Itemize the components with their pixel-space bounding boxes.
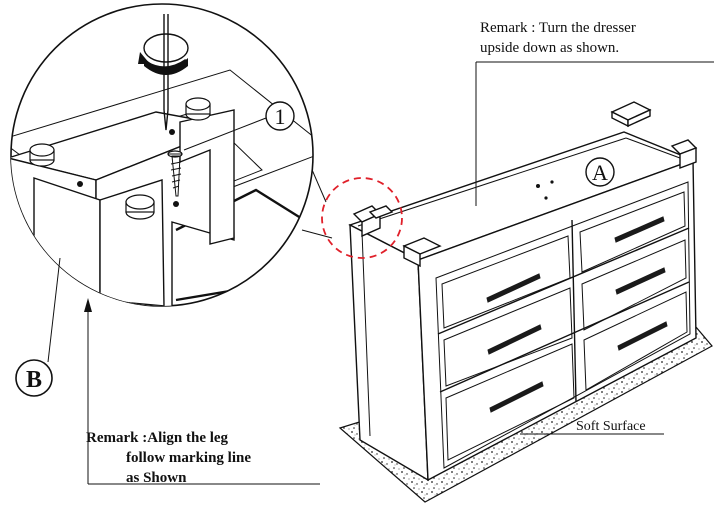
leg-peg	[125, 194, 155, 220]
zoom-detail	[10, 3, 314, 307]
leg-peg	[29, 143, 55, 167]
step-1-callout: 1	[183, 101, 295, 151]
drawer-handle	[486, 273, 541, 303]
drawer-handle	[615, 267, 666, 295]
soft-surface-label: Soft Surface	[576, 419, 646, 434]
soft-surface-callout: Soft Surface	[520, 419, 664, 435]
remark-top-line2: upside down as shown.	[480, 40, 619, 56]
part-b-label: B	[26, 367, 42, 393]
drawer-handle	[487, 324, 542, 355]
screw-icon	[167, 150, 183, 197]
leg-peg	[185, 97, 211, 121]
remark-bottom-line2: follow marking line	[126, 450, 251, 466]
remark-top-line1: Remark : Turn the dresser	[480, 20, 636, 36]
corner-leg-bracket	[670, 139, 698, 170]
part-b-callout: B	[15, 257, 61, 397]
loose-leg-bracket	[610, 101, 652, 128]
corner-leg-bracket	[352, 205, 394, 238]
drawer-handle	[489, 381, 544, 413]
zoom-connector-line	[301, 229, 333, 239]
part-a-callout: A	[585, 157, 615, 187]
remark-bottom-line3: as Shown	[126, 470, 187, 486]
drawer-handle	[614, 216, 665, 243]
bottom-remark-leader	[84, 298, 320, 485]
rotating-screwdriver-icon	[138, 14, 189, 131]
part-a-label: A	[592, 160, 608, 185]
highlight-circle	[321, 177, 403, 259]
step-1-label: 1	[275, 104, 286, 129]
remark-bottom-line1: Remark :Align the leg	[86, 430, 229, 446]
drawer-handle	[617, 321, 668, 351]
corner-leg-bracket	[402, 237, 442, 268]
